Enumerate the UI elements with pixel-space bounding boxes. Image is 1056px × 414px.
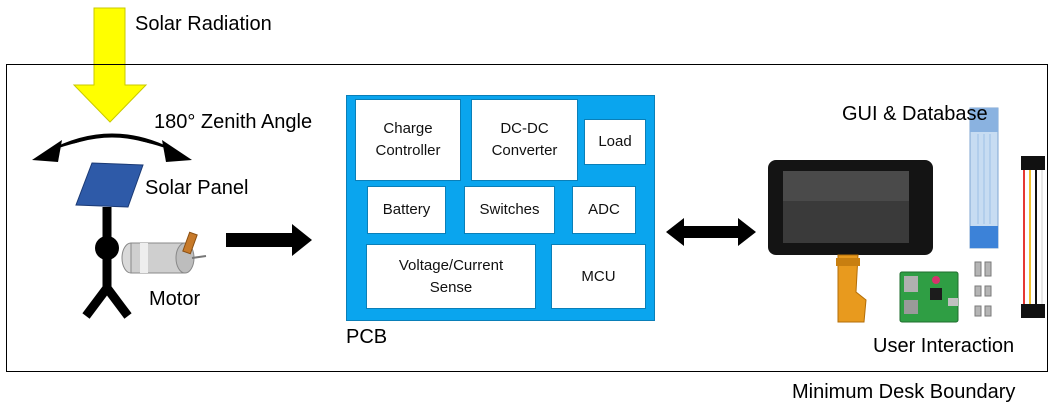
pcb-label: PCB (346, 326, 388, 348)
dc-dc-converter-label: DC-DC Converter (491, 120, 558, 159)
zenith-rotation-arrow (32, 133, 192, 162)
adc-label: ADC (588, 201, 620, 218)
gui-database-label: GUI & Database (842, 103, 988, 125)
motor-icon (121, 231, 207, 274)
adc-box: ADC (572, 186, 636, 234)
flex-cable-icon (836, 254, 867, 323)
load-box: Load (584, 119, 646, 165)
switches-box: Switches (464, 186, 555, 234)
jumper-wires-icon (1021, 156, 1045, 318)
pcb-block: Charge Controller DC-DC Converter Load B… (346, 95, 655, 321)
touchscreen-icon (768, 160, 933, 255)
zenith-angle-label: 180° Zenith Angle (154, 111, 313, 133)
desk-boundary-label: Minimum Desk Boundary (792, 381, 1016, 403)
switches-label: Switches (479, 201, 540, 218)
flow-arrow-right (226, 224, 312, 256)
solar-panel-label: Solar Panel (145, 177, 249, 199)
dc-dc-converter-box: DC-DC Converter (471, 99, 578, 181)
motor-label: Motor (149, 288, 201, 310)
raspberry-pi-icon (899, 271, 959, 323)
pivot-joint-icon (95, 236, 119, 260)
solar-panel-icon (75, 162, 144, 208)
charge-controller-box: Charge Controller (355, 99, 461, 181)
solar-radiation-label: Solar Radiation (135, 13, 272, 35)
user-interaction-label: User Interaction (873, 335, 1015, 357)
desk-boundary (6, 64, 1048, 372)
bidirectional-arrow (666, 218, 756, 246)
mcu-box: MCU (551, 244, 646, 309)
battery-box: Battery (367, 186, 446, 234)
battery-label: Battery (382, 201, 431, 218)
load-label: Load (598, 133, 632, 150)
voltage-current-sense-label: Voltage/Current Sense (398, 256, 504, 296)
solar-radiation-arrow (72, 7, 148, 123)
voltage-current-sense-box: Voltage/Current Sense (366, 244, 536, 309)
mcu-label: MCU (581, 267, 616, 285)
ribbon-cable-icon (969, 107, 999, 249)
standoff-screws-icon (974, 261, 992, 317)
charge-controller-label: Charge Controller (375, 120, 441, 159)
